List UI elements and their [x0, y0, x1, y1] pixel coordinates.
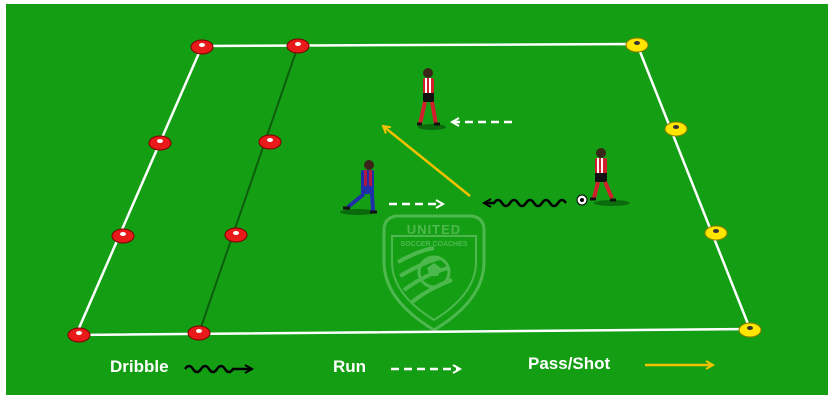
player-red-dribbler — [590, 148, 630, 206]
united-soccer-coaches-logo: UNITED SOCCER COACHES — [384, 216, 484, 330]
cone-red — [112, 229, 134, 243]
player-red-top — [417, 68, 446, 130]
cone-yellow — [626, 38, 648, 52]
dribble-arrow — [484, 200, 566, 206]
logo-line-2: SOCCER COACHES — [401, 241, 468, 248]
cone-red — [225, 228, 247, 242]
logo-line-1: UNITED — [407, 222, 461, 237]
pass-arrow — [383, 126, 470, 196]
cone-red — [287, 39, 309, 53]
cone-red — [188, 326, 210, 340]
cone-yellow — [705, 226, 727, 240]
zone-line — [199, 46, 298, 333]
legend-dribble-label: Dribble — [110, 357, 169, 377]
soccer-ball-icon — [577, 195, 587, 205]
field-boundary — [76, 44, 750, 335]
legend-pass-shot-label: Pass/Shot — [528, 354, 610, 374]
cone-red — [149, 136, 171, 150]
wavy-arrow-icon — [185, 366, 252, 372]
cone-red — [259, 135, 281, 149]
cone-yellow — [739, 323, 761, 337]
legend-run-label: Run — [333, 357, 366, 377]
player-blue — [340, 160, 377, 215]
cone-red — [191, 40, 213, 54]
cone-yellow — [665, 122, 687, 136]
cone-red — [68, 328, 90, 342]
